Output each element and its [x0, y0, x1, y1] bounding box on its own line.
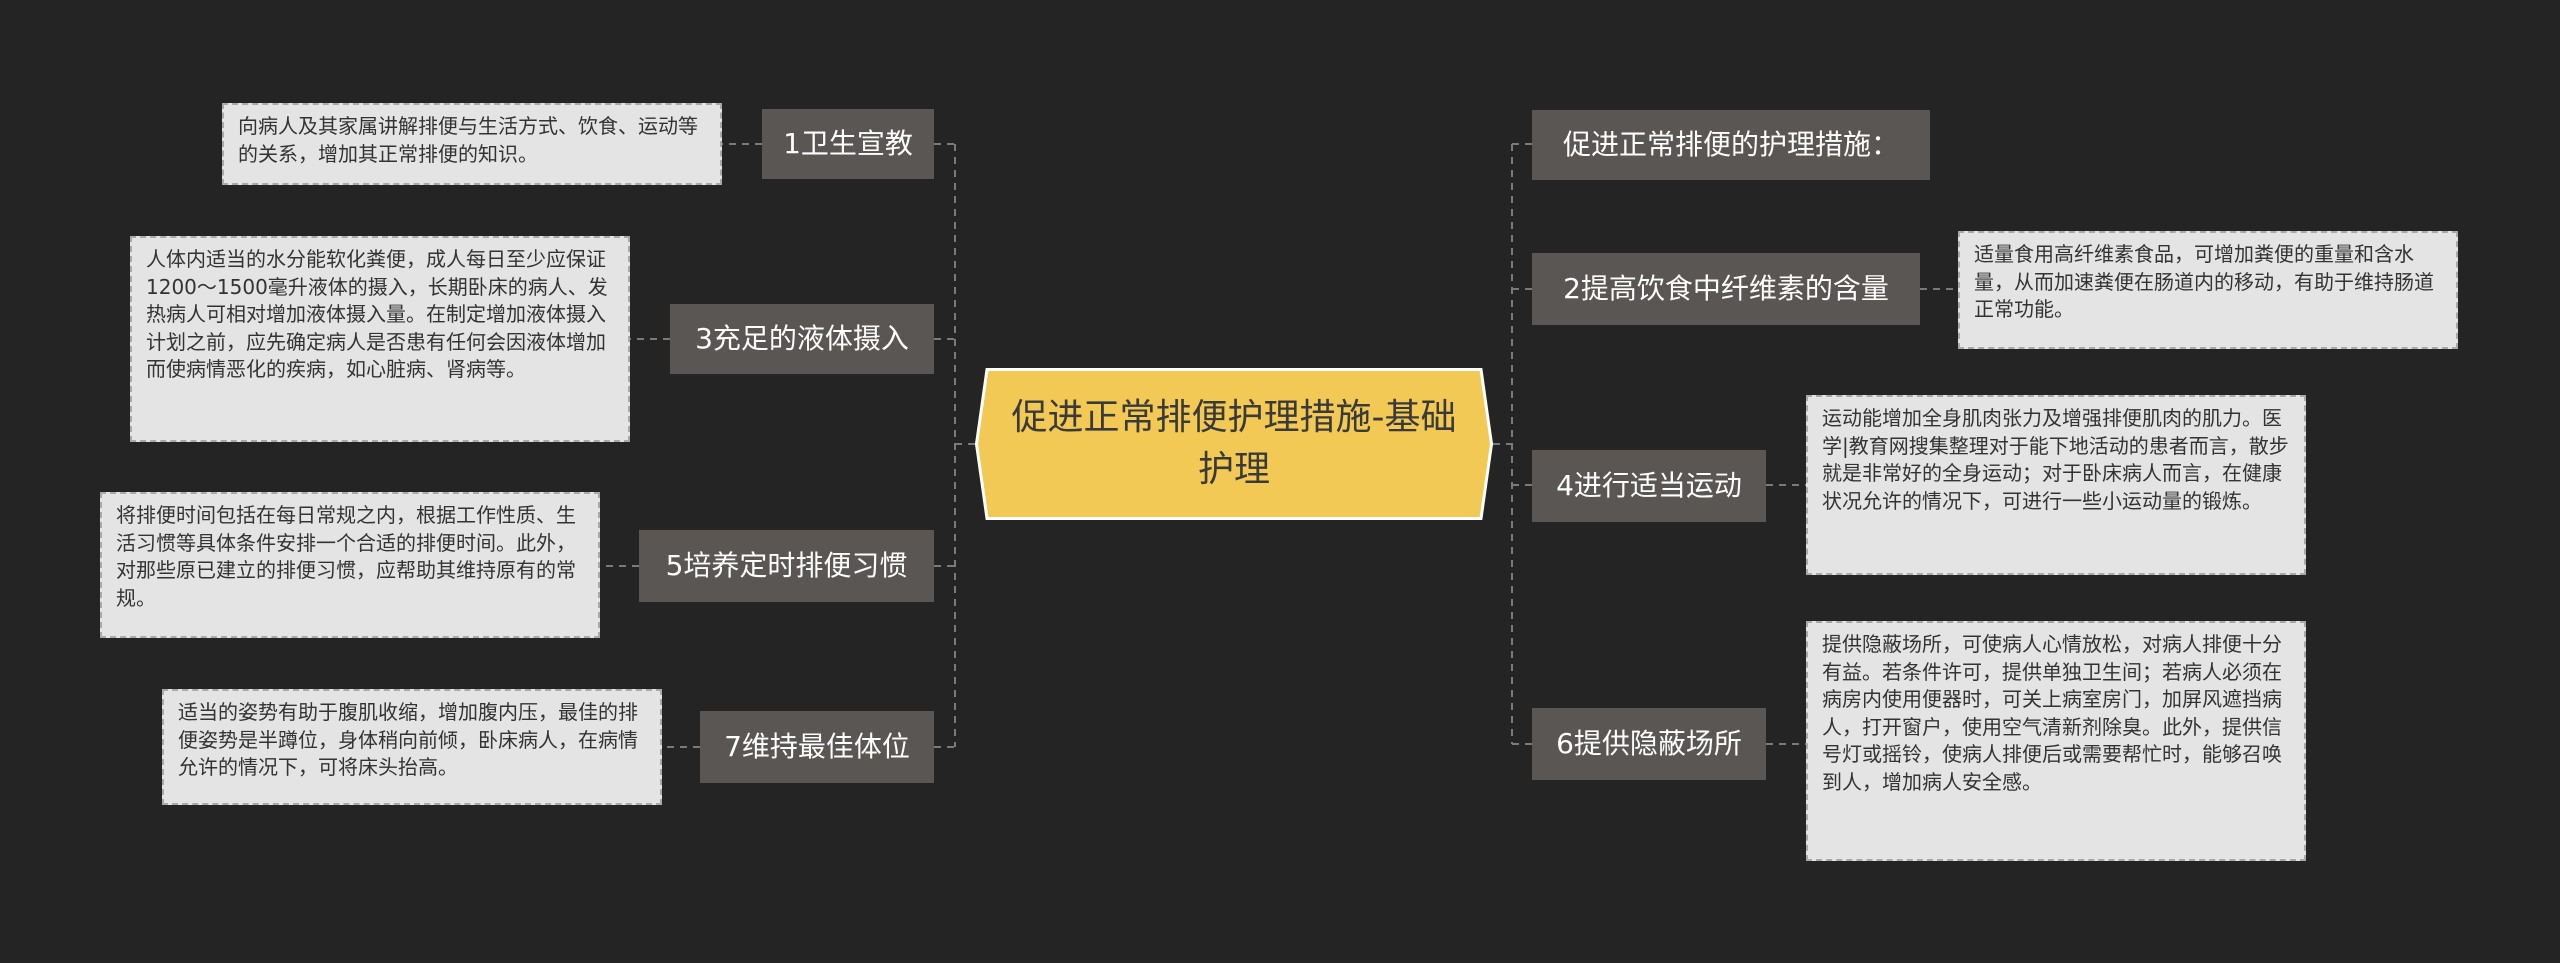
topic-3-label: 3充足的液体摄入 — [695, 322, 909, 355]
note-2-text: 适量食用高纤维素食品，可增加粪便的重量和含水量，从而加速粪便在肠道内的移动，有助… — [1974, 242, 2434, 321]
topic-1-health-education[interactable]: 1卫生宣教 — [762, 109, 934, 179]
topic-4-exercise[interactable]: 4进行适当运动 — [1532, 450, 1766, 522]
central-topic[interactable]: 促进正常排便护理措施-基础护理 — [975, 368, 1493, 520]
note-6-privacy: 提供隐蔽场所，可使病人心情放松，对病人排便十分有益。若条件许可，提供单独卫生间；… — [1806, 621, 2306, 861]
note-4-text: 运动能增加全身肌肉张力及增强排便肌肉的肌力。医学|教育网搜集整理对于能下地活动的… — [1822, 406, 2289, 513]
note-7-posture: 适当的姿势有助于腹肌收缩，增加腹内压，最佳的排便姿势是半蹲位，身体稍向前倾，卧床… — [162, 689, 662, 805]
topic-7-label: 7维持最佳体位 — [724, 730, 910, 763]
topic-7-posture[interactable]: 7维持最佳体位 — [700, 711, 934, 783]
note-3-fluid-intake: 人体内适当的水分能软化粪便，成人每日至少应保证1200～1500毫升液体的摄入，… — [130, 236, 630, 442]
note-3-text: 人体内适当的水分能软化粪便，成人每日至少应保证1200～1500毫升液体的摄入，… — [146, 247, 608, 381]
topic-6-privacy[interactable]: 6提供隐蔽场所 — [1532, 708, 1766, 780]
note-5-bowel-habit: 将排便时间包括在每日常规之内，根据工作性质、生活习惯等具体条件安排一个合适的排便… — [100, 492, 600, 638]
topic-1-label: 1卫生宣教 — [783, 127, 913, 160]
note-1-health-education: 向病人及其家属讲解排便与生活方式、饮食、运动等的关系，增加其正常排便的知识。 — [222, 103, 722, 185]
note-1-text: 向病人及其家属讲解排便与生活方式、饮食、运动等的关系，增加其正常排便的知识。 — [238, 114, 698, 166]
topic-measures-heading-label: 促进正常排便的护理措施： — [1562, 128, 1899, 161]
note-5-text: 将排便时间包括在每日常规之内，根据工作性质、生活习惯等具体条件安排一个合适的排便… — [116, 503, 576, 610]
note-6-text: 提供隐蔽场所，可使病人心情放松，对病人排便十分有益。若条件许可，提供单独卫生间；… — [1822, 632, 2282, 794]
topic-5-bowel-habit[interactable]: 5培养定时排便习惯 — [639, 530, 934, 602]
central-topic-title: 促进正常排便护理措施-基础护理 — [1011, 397, 1457, 490]
topic-measures-heading[interactable]: 促进正常排便的护理措施： — [1532, 110, 1930, 180]
note-7-text: 适当的姿势有助于腹肌收缩，增加腹内压，最佳的排便姿势是半蹲位，身体稍向前倾，卧床… — [178, 700, 638, 779]
topic-6-label: 6提供隐蔽场所 — [1556, 727, 1742, 760]
topic-2-label: 2提高饮食中纤维素的含量 — [1563, 272, 1889, 305]
note-4-exercise: 运动能增加全身肌肉张力及增强排便肌肉的肌力。医学|教育网搜集整理对于能下地活动的… — [1806, 395, 2306, 575]
topic-4-label: 4进行适当运动 — [1556, 469, 1742, 502]
note-2-dietary-fiber: 适量食用高纤维素食品，可增加粪便的重量和含水量，从而加速粪便在肠道内的移动，有助… — [1958, 231, 2458, 349]
topic-3-fluid-intake[interactable]: 3充足的液体摄入 — [670, 304, 934, 374]
topic-2-dietary-fiber[interactable]: 2提高饮食中纤维素的含量 — [1532, 253, 1920, 325]
topic-5-label: 5培养定时排便习惯 — [665, 549, 908, 582]
